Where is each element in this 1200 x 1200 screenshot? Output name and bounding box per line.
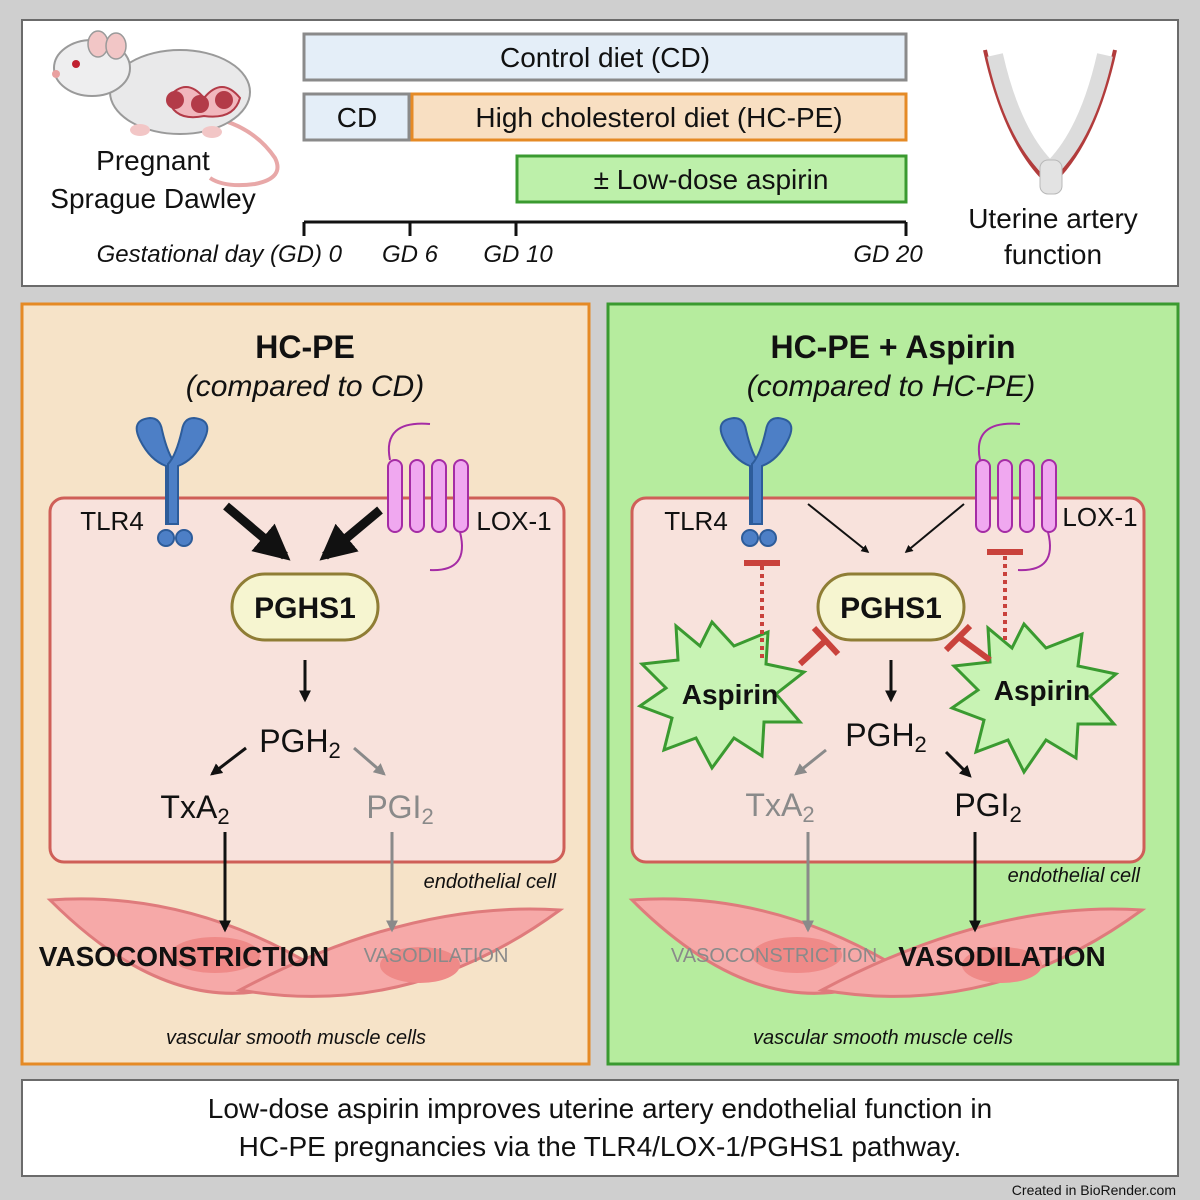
aspirin-label-right: Aspirin [994,675,1090,706]
outcome-label-line1: Uterine artery [968,203,1138,234]
control-diet-label: Control diet (CD) [500,42,710,73]
conclusion-box [21,1079,1179,1177]
animal-label-line1: Pregnant [96,145,210,176]
tlr4-label: TLR4 [80,506,144,536]
pghs1-label: PGHS1 [254,592,356,625]
vasoconstriction-strong-label: VASOCONSTRICTION [39,941,329,972]
pregnant-rat-icon [52,30,280,188]
smooth-muscle-cells-right [628,897,1147,998]
aspirin-bar-label: ± Low-dose aspirin [594,164,829,195]
pgh2-label: PGH2 [259,723,341,763]
axis-label-gd20: GD 20 [853,241,923,268]
pgh2-to-txa2-arrow [210,746,247,776]
pghs1-label-right: PGHS1 [840,592,942,625]
conclusion-line1: Low-dose aspirin improves uterine artery… [208,1093,992,1124]
vasodilation-weak-label: VASODILATION [364,945,509,967]
endothelial-cell-label-right: endothelial cell [1008,865,1141,887]
aspirin-bar [515,154,908,204]
txa2-label: TxA2 [160,789,229,829]
outcome-label-line2: function [1004,239,1102,270]
tlr4-label-right: TLR4 [664,506,728,536]
smooth-muscle-cells [46,897,565,998]
pghs1-enzyme [230,572,380,642]
control-diet-bar [302,32,908,82]
axis-label-gd6: GD 6 [382,241,439,268]
hc-diet-label: High cholesterol diet (HC-PE) [475,102,842,133]
lox1-receptor-icon-right [975,422,1057,572]
pgh2-to-pgi2-arrow [353,746,386,776]
endothelial-cell-right [630,496,1146,864]
inhibition-marks [744,549,1023,667]
muscle-cells-label-right: vascular smooth muscle cells [753,1027,1013,1049]
aspirin-panel-subtitle: (compared to HC-PE) [747,370,1035,403]
conclusion-line2: HC-PE pregnancies via the TLR4/LOX-1/PGH… [239,1131,962,1162]
uterus-icon [983,49,1117,195]
aspirin-label-left: Aspirin [682,679,778,710]
aspirin-panel-title: HC-PE + Aspirin [770,329,1015,365]
cd-bar [302,92,411,142]
pgi2-label-right: PGI2 [954,787,1021,827]
aspirin-burst-left [636,619,808,771]
hcpe-title: HC-PE [255,329,355,365]
pgh2-to-txa2-arrow-right [794,748,827,776]
endothelial-cell-label: endothelial cell [424,871,557,893]
vasoconstriction-weak-label: VASOCONSTRICTION [671,945,877,967]
aspirin-burst-right [948,621,1120,775]
hc-diet-bar [410,92,908,142]
txa2-label-right: TxA2 [745,787,814,827]
pghs1-enzyme-right [816,572,966,642]
lox1-receptor-icon [387,422,469,572]
lox1-label: LOX-1 [476,506,551,536]
axis-label-gd10: GD 10 [483,241,553,268]
pgh2-label-right: PGH2 [845,717,927,757]
gestation-axis [302,220,908,236]
pgi2-label: PGI2 [366,789,433,829]
axis-label-gd0: Gestational day (GD) 0 [97,241,343,268]
muscle-cells-label: vascular smooth muscle cells [166,1027,426,1049]
lox1-label-right: LOX-1 [1062,502,1137,532]
tlr4-receptor-icon-right [719,416,793,547]
tlr4-to-pghs1-arrow-strong [223,502,291,561]
biorender-credit: Created in BioRender.com [1012,1182,1176,1198]
animal-label-line2: Sprague Dawley [50,183,255,214]
tlr4-to-pghs1-arrow-weak [807,503,870,553]
vasodilation-strong-label: VASODILATION [898,941,1105,972]
lox1-to-pghs1-arrow-strong [319,506,383,561]
tlr4-receptor-icon [135,416,209,547]
lox1-to-pghs1-arrow-weak [904,503,965,554]
pgh2-to-pgi2-arrow-right [944,750,972,778]
hcpe-subtitle: (compared to CD) [186,370,424,403]
endothelial-cell [48,496,566,864]
cd-label: CD [337,102,377,133]
